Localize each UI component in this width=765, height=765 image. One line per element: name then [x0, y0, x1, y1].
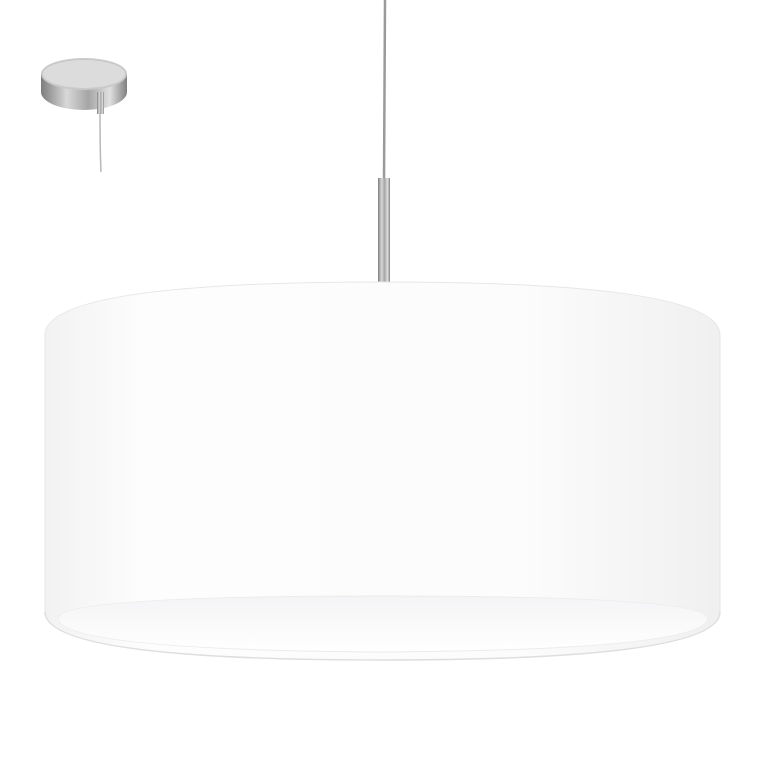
suspension-cable [378, 0, 390, 284]
ceiling-canopy [41, 58, 127, 173]
lamp-shade [44, 281, 721, 661]
